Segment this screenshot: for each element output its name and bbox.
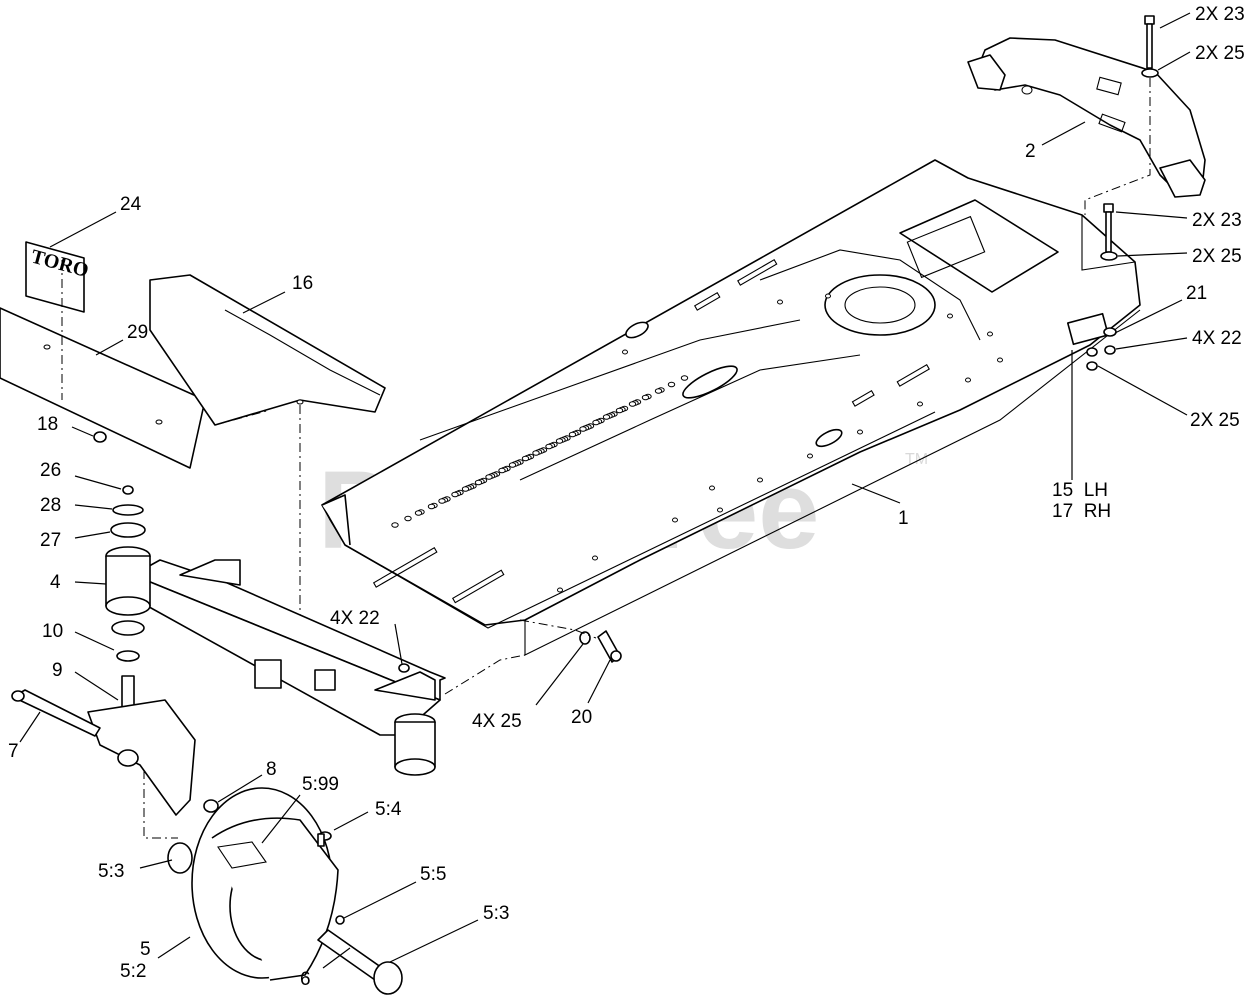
deck-perforation-hole [474,479,483,486]
frame-hole [709,485,715,491]
front-bumper [967,37,1206,198]
callout-5-5: 5:5 [420,864,446,885]
callout-5-2: 5:2 [120,961,146,982]
frame-hole [917,401,923,407]
callout-7: 7 [8,741,19,762]
callout-5: 5 [140,939,151,960]
deck-perforation-hole [680,375,689,381]
frame-mount-dash [444,654,526,695]
callout-5-3-left: 5:3 [98,861,124,882]
deck-perforation-hole [579,426,587,432]
callout-8: 8 [266,759,277,780]
deck-perforation-hole [545,443,553,450]
deck-perforation-hole [508,462,517,468]
frame-hole [965,377,971,383]
spindle-hardware [110,485,146,662]
caster-wheel [167,787,403,995]
bumper-leader-dash [1084,150,1151,215]
callout-2x25-low: 2X 25 [1190,410,1240,431]
deck-perforation-hole [532,450,540,456]
callout-24: 24 [120,194,142,215]
frame-mount-hardware [398,630,622,673]
deck-perforation-hole [485,474,493,480]
rear-plate [0,307,206,469]
frame-hole [717,507,723,513]
callout-16: 16 [292,273,313,294]
callout-18: 18 [37,414,58,435]
deck-perforation-hole [667,381,676,388]
caster-fork [87,675,196,816]
frame-hole [622,349,628,355]
screw-18 [93,431,107,443]
deck-perforation-hole [498,467,506,474]
deck-perforation-hole [615,407,624,414]
frame-hole [777,299,783,305]
callout-10: 10 [42,621,63,642]
frame-hole [947,313,953,319]
callout-5-3-right: 5:3 [483,903,509,924]
deck-perforation-hole [461,486,470,492]
frame-hole [757,477,763,483]
deck-perforation-hole [592,419,600,426]
callout-5-99: 5:99 [302,774,339,795]
deck-perforation-hole [628,401,637,407]
deck-perforation-hole [641,394,650,401]
callout-21: 21 [1186,283,1207,304]
callout-28: 28 [40,495,61,516]
callout-20: 20 [571,707,592,728]
bumper-bolt-top [1141,15,1159,150]
callout-27: 27 [40,530,61,551]
frame-hole [672,517,678,523]
callout-2: 2 [1025,141,1036,162]
frame-hole [557,587,563,593]
callout-2x25-top: 2X 25 [1195,43,1245,64]
callout-17-rh: 17 RH [1052,501,1111,522]
toro-decal: TORO [25,241,91,313]
frame-hole [592,555,598,561]
callout-15-lh: 15 LH [1052,480,1108,501]
deck-perforation-hole [404,515,412,522]
callout-29: 29 [127,322,148,343]
frame-hole [807,453,813,459]
deck-perforation-hole [654,388,663,394]
frame-bolt-right [1100,203,1118,261]
callout-2x25-mid: 2X 25 [1192,246,1242,267]
deck-perforation-hole [427,503,436,510]
deck-perforations [391,375,689,528]
callout-2x23-top: 2X 23 [1195,4,1245,25]
callout-9: 9 [52,660,63,681]
callout-leaders [19,12,1191,969]
callout-5-4: 5:4 [375,799,402,820]
nut-8 [203,799,219,813]
deck-perforation-hole [521,455,530,462]
deck-perforation-hole [391,522,399,528]
frame-holes [557,293,1003,593]
deck-perforation-hole [438,498,446,504]
deck-perforation-hole [602,414,611,420]
frame-hole [987,331,993,337]
callout-4x25: 4X 25 [472,711,522,732]
axle-bolt-7 [11,689,101,737]
frame-hole [857,429,863,435]
deck-perforation-hole [414,510,423,516]
frame-mount-dash-2 [519,619,597,639]
deck-perforation-hole [451,491,459,498]
frame-hole [997,357,1003,363]
callout-26: 26 [40,460,61,481]
frame-hole [825,293,831,299]
callout-4x22-right: 4X 22 [1192,328,1242,349]
callout-4: 4 [50,572,61,593]
fork-dash [143,770,178,839]
rear-hood [149,274,386,426]
callout-6: 6 [300,969,311,990]
axle-assembly [105,546,446,776]
deck-perforation-hole [555,438,564,444]
callout-labels: 1 2 2X 23 2X 25 2X 23 2X 25 21 4X 22 2X … [8,4,1245,990]
main-frame [321,159,1141,656]
deck-perforation-hole [568,431,577,438]
callout-1: 1 [898,508,909,529]
callout-4x22-mid: 4X 22 [330,608,380,629]
callout-2x23-mid: 2X 23 [1192,210,1242,231]
